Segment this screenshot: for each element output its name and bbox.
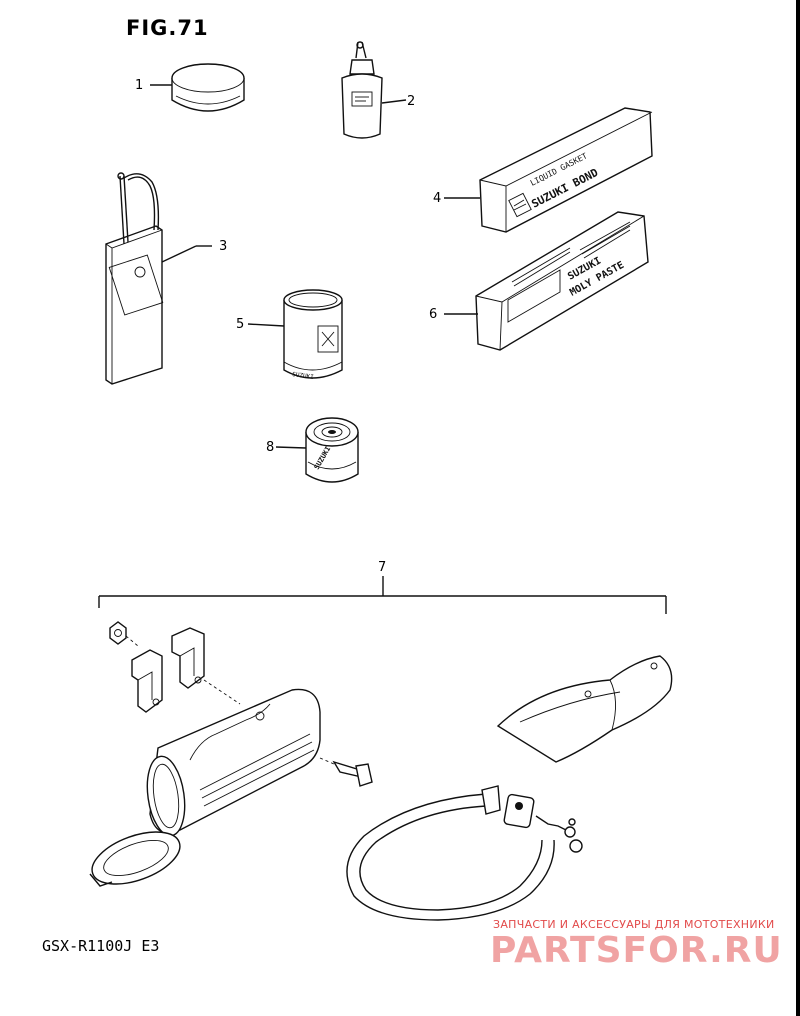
watermark-logo: PARTSFOR.RU [490, 930, 783, 971]
part-5-tall-can [283, 289, 343, 379]
part-6-moly-box [475, 211, 649, 351]
leader-line-5 [247, 323, 285, 327]
part-4-bond-box [479, 107, 653, 233]
page-edge-rule [796, 0, 800, 1016]
callout-8: 8 [266, 440, 275, 455]
figure-title: FIG.71 [126, 16, 209, 40]
part-1-cap [171, 63, 245, 112]
watermark-tagline: ЗАПЧАСТИ И АКСЕССУАРЫ ДЛЯ МОТОТЕХНИКИ [493, 918, 775, 931]
part-7-cable-lock [346, 785, 583, 921]
part-7-lock-holder [89, 621, 373, 887]
leader-line-8 [275, 446, 307, 449]
leader-line-2 [381, 99, 407, 104]
part-8-small-can [305, 417, 359, 483]
callout-5: 5 [236, 317, 245, 332]
part-2-oil-bottle [341, 41, 383, 139]
callout-4: 4 [433, 191, 442, 206]
callout-3: 3 [219, 239, 228, 254]
callout-7: 7 [378, 560, 387, 575]
part-7-cover [496, 655, 673, 763]
model-code: GSX-R1100J E3 [42, 937, 160, 955]
can-brand-text: SUZUKI [292, 371, 315, 381]
callout-2: 2 [407, 94, 416, 109]
callout-6: 6 [429, 307, 438, 322]
part-7-bracket [98, 576, 667, 614]
leader-line-3 [161, 245, 197, 263]
callout-1: 1 [135, 78, 144, 93]
part-3-tool-pouch [105, 172, 164, 385]
